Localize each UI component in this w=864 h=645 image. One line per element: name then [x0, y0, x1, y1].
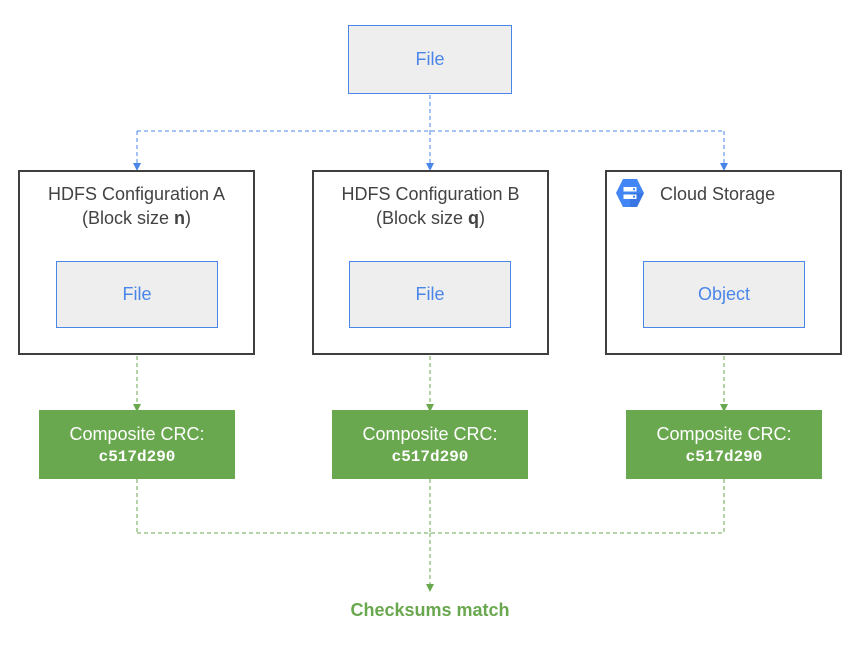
hdfs-config-b-file-label: File — [415, 284, 445, 304]
cloud-storage-object-label: Object — [697, 284, 751, 304]
crc-value-a: c517d290 — [98, 447, 176, 466]
crc-box-c: Composite CRC: c517d290 — [626, 410, 822, 479]
crc-label-c: Composite CRC: — [656, 423, 792, 444]
hdfs-config-b-title: HDFS Configuration B (Block size q) — [312, 182, 549, 230]
hdfs-config-a-file-label: File — [122, 284, 152, 304]
crc-value-b: c517d290 — [391, 447, 469, 466]
cloud-storage-object-box: Object — [643, 261, 805, 328]
top-file-box: File — [348, 25, 512, 94]
crc-box-b: Composite CRC: c517d290 — [332, 410, 528, 479]
hdfs-config-b-name: HDFS Configuration B — [341, 184, 520, 204]
cloud-storage-icon — [614, 177, 646, 209]
hdfs-config-b-file-box: File — [349, 261, 511, 328]
checksums-match-label: Checksums match — [350, 600, 510, 620]
hdfs-config-a-block-size: (Block size n) — [81, 208, 192, 228]
hdfs-config-b-block-size: (Block size q) — [375, 208, 486, 228]
hdfs-config-a-name: HDFS Configuration A — [47, 184, 226, 204]
hdfs-config-a-title: HDFS Configuration A (Block size n) — [18, 182, 255, 230]
hdfs-config-a-file-box: File — [56, 261, 218, 328]
top-file-label: File — [415, 49, 445, 69]
crc-label-b: Composite CRC: — [362, 423, 498, 444]
crc-label-a: Composite CRC: — [69, 423, 205, 444]
crc-value-c: c517d290 — [685, 447, 763, 466]
cloud-storage-title: Cloud Storage — [660, 184, 776, 204]
crc-box-a: Composite CRC: c517d290 — [39, 410, 235, 479]
